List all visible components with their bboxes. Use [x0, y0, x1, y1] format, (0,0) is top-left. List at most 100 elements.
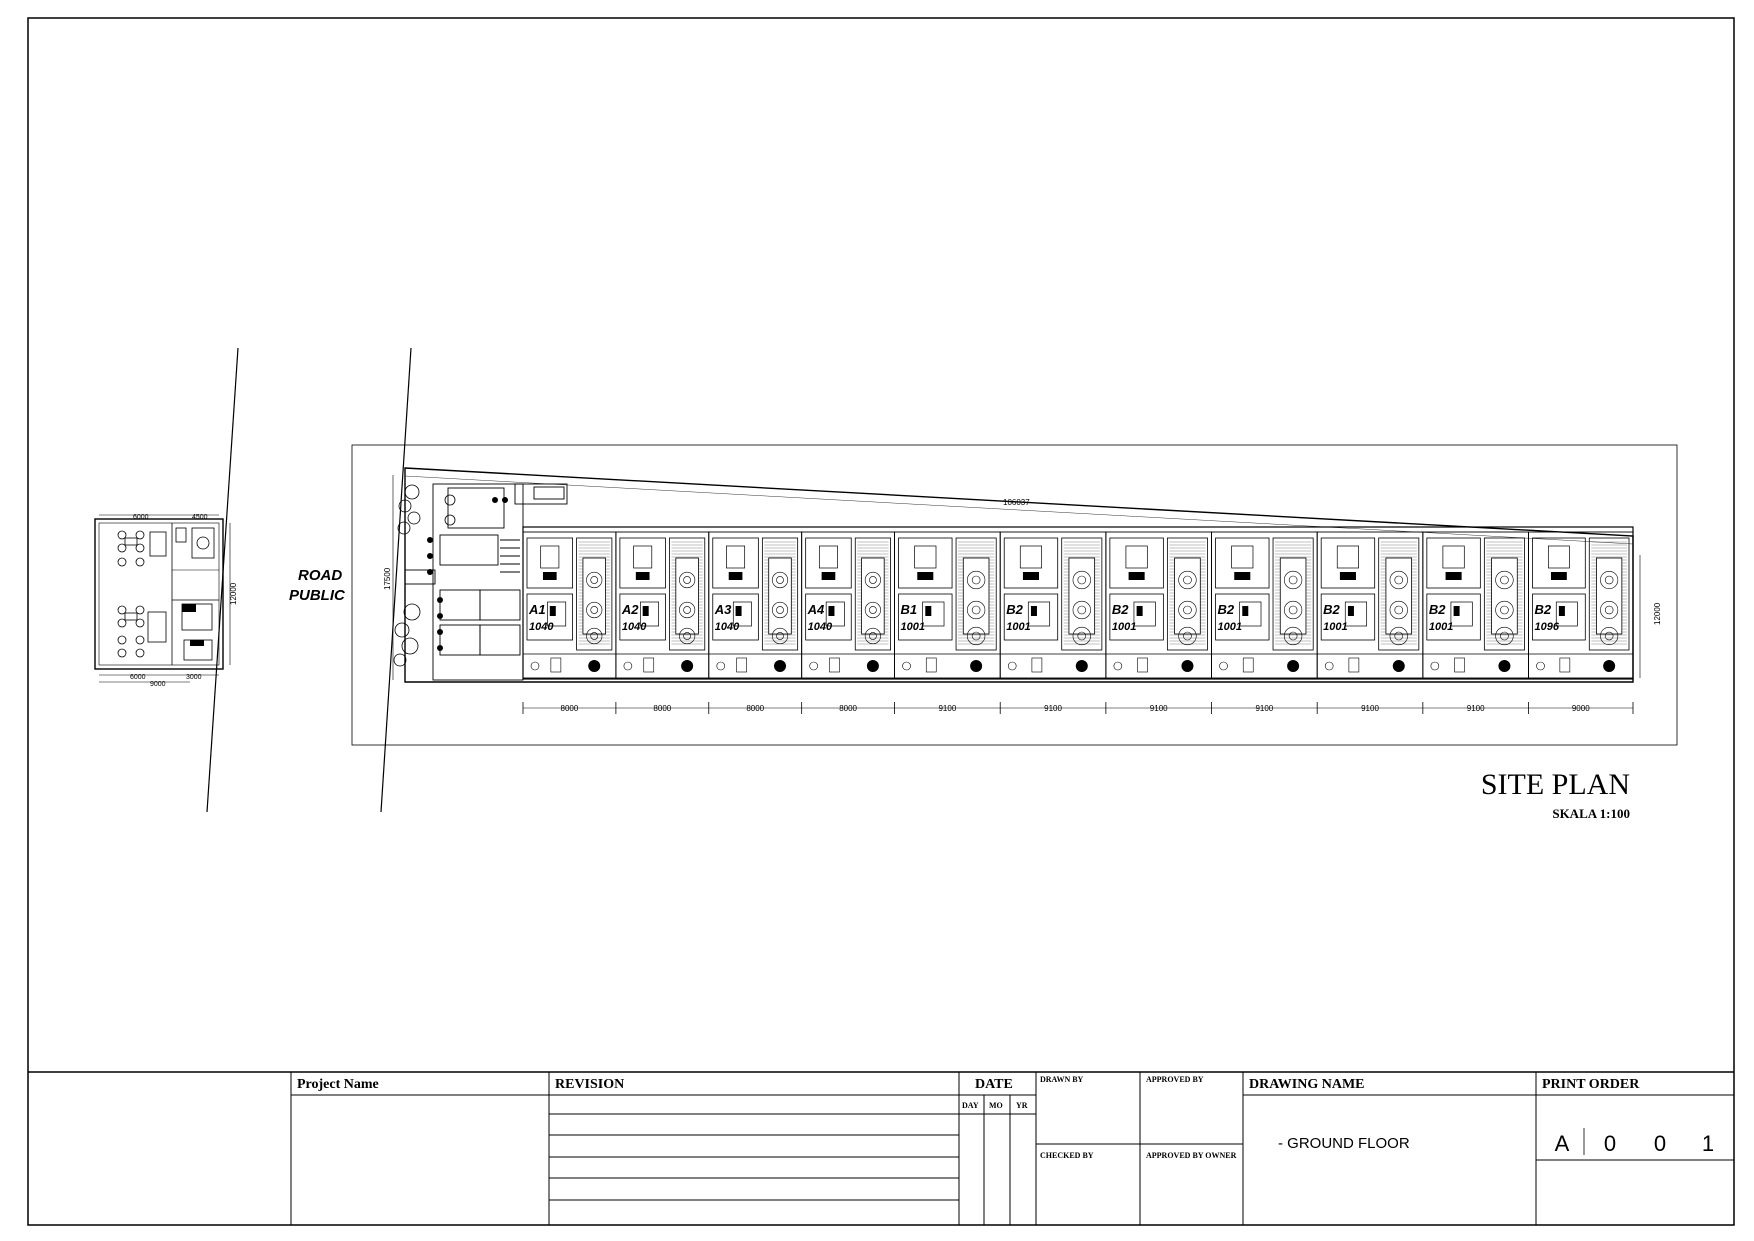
bed-headboard — [917, 572, 934, 580]
pool-ring — [586, 601, 603, 619]
svg-text:3000: 3000 — [186, 674, 202, 681]
pool-ring — [864, 571, 881, 589]
revision-label: REVISION — [555, 1077, 624, 1092]
bed — [1547, 545, 1570, 569]
pool-ring — [1600, 600, 1619, 620]
fixture — [642, 606, 649, 616]
pool-ring-inner — [1500, 605, 1509, 615]
pool-deck — [955, 537, 997, 651]
dim-label: 9100 — [938, 704, 956, 713]
pool-ring — [1600, 626, 1619, 646]
bed-headboard — [542, 572, 557, 580]
bedroom — [619, 537, 666, 589]
bed-headboard — [1550, 572, 1567, 580]
pool-ring-inner — [590, 632, 599, 640]
pool — [582, 557, 606, 635]
checked-by-label: CHECKED BY — [1040, 1151, 1094, 1160]
bathroom — [547, 601, 567, 627]
living-room — [1109, 593, 1164, 641]
door — [1454, 657, 1465, 673]
tree — [1498, 660, 1511, 672]
bed-headboard — [1234, 572, 1251, 580]
bathroom — [1450, 601, 1473, 627]
pool-ring — [966, 600, 986, 620]
pool-ring — [1389, 626, 1408, 646]
bedroom — [805, 537, 852, 589]
planter — [530, 661, 540, 671]
pool-ring — [1072, 626, 1091, 646]
pool-ring-inner — [869, 606, 877, 614]
dim-label: 8000 — [746, 704, 764, 713]
living-room — [1426, 593, 1481, 641]
fixture — [1453, 606, 1460, 616]
pool-ring — [1389, 570, 1408, 590]
pool-ring — [966, 626, 986, 646]
living-room — [712, 593, 759, 641]
pool-ring-inner — [1394, 631, 1404, 641]
pool-ring — [679, 627, 696, 645]
bathroom — [825, 601, 845, 627]
pool-ring-inner — [869, 632, 877, 640]
pool — [1068, 557, 1096, 635]
unit-name-label: A2 — [621, 602, 639, 617]
pool-ring — [1389, 600, 1408, 620]
unit-area-label: 1001 — [1218, 621, 1242, 633]
pool — [1174, 557, 1201, 635]
door — [1559, 657, 1571, 673]
year-label: YR — [1016, 1101, 1028, 1110]
pool-ring — [864, 601, 881, 619]
pool-ring-inner — [1394, 575, 1404, 585]
pool-ring — [966, 570, 986, 590]
svg-text:4500: 4500 — [192, 514, 208, 521]
svg-text:17500: 17500 — [383, 567, 392, 590]
svg-text:12000: 12000 — [229, 582, 238, 605]
unit-name-label: B1 — [901, 602, 918, 617]
fixture — [735, 606, 742, 616]
door — [643, 657, 655, 673]
svg-text:6000: 6000 — [133, 514, 149, 521]
unit-name-label: B2 — [1112, 602, 1129, 617]
print-order-char-2: 0 — [1604, 1131, 1616, 1156]
bed — [1019, 545, 1043, 569]
bed — [1231, 545, 1254, 569]
living-room — [805, 593, 852, 641]
unit-name-label: B2 — [1006, 602, 1023, 617]
bed — [540, 545, 560, 569]
unit-area-label: 1040 — [529, 621, 554, 633]
bed — [726, 545, 746, 569]
bedroom — [1215, 537, 1270, 589]
pool-ring-inner — [1077, 605, 1087, 615]
living-room — [1532, 593, 1586, 641]
pool — [768, 557, 792, 635]
planter — [716, 661, 726, 671]
pool-ring — [771, 571, 789, 589]
site-boundary — [404, 467, 1634, 683]
dim-label: 9000 — [1572, 704, 1590, 713]
pool-ring-inner — [971, 575, 981, 585]
planter — [1113, 661, 1123, 671]
pool-ring-inner — [1288, 631, 1298, 641]
pool-ring — [771, 627, 789, 645]
unit-outline — [1528, 531, 1634, 679]
svg-text:9000: 9000 — [150, 681, 166, 688]
pool-ring-inner — [776, 606, 784, 614]
pool — [962, 557, 990, 635]
planter — [902, 661, 911, 671]
pool — [1491, 557, 1518, 635]
tree — [1603, 660, 1616, 672]
lobby-block — [404, 483, 568, 681]
pool-deck — [1483, 537, 1525, 651]
unit-area-label: 1096 — [1535, 621, 1560, 633]
tree — [970, 660, 983, 672]
bed-headboard — [1445, 572, 1462, 580]
overall-length-dimension: 106037 — [1003, 498, 1030, 507]
unit-name-label: B2 — [1323, 602, 1340, 617]
bedroom — [1532, 537, 1586, 589]
road-edge-right — [380, 347, 412, 813]
bedroom — [1109, 537, 1164, 589]
tree — [1287, 660, 1300, 672]
bedroom — [712, 537, 759, 589]
